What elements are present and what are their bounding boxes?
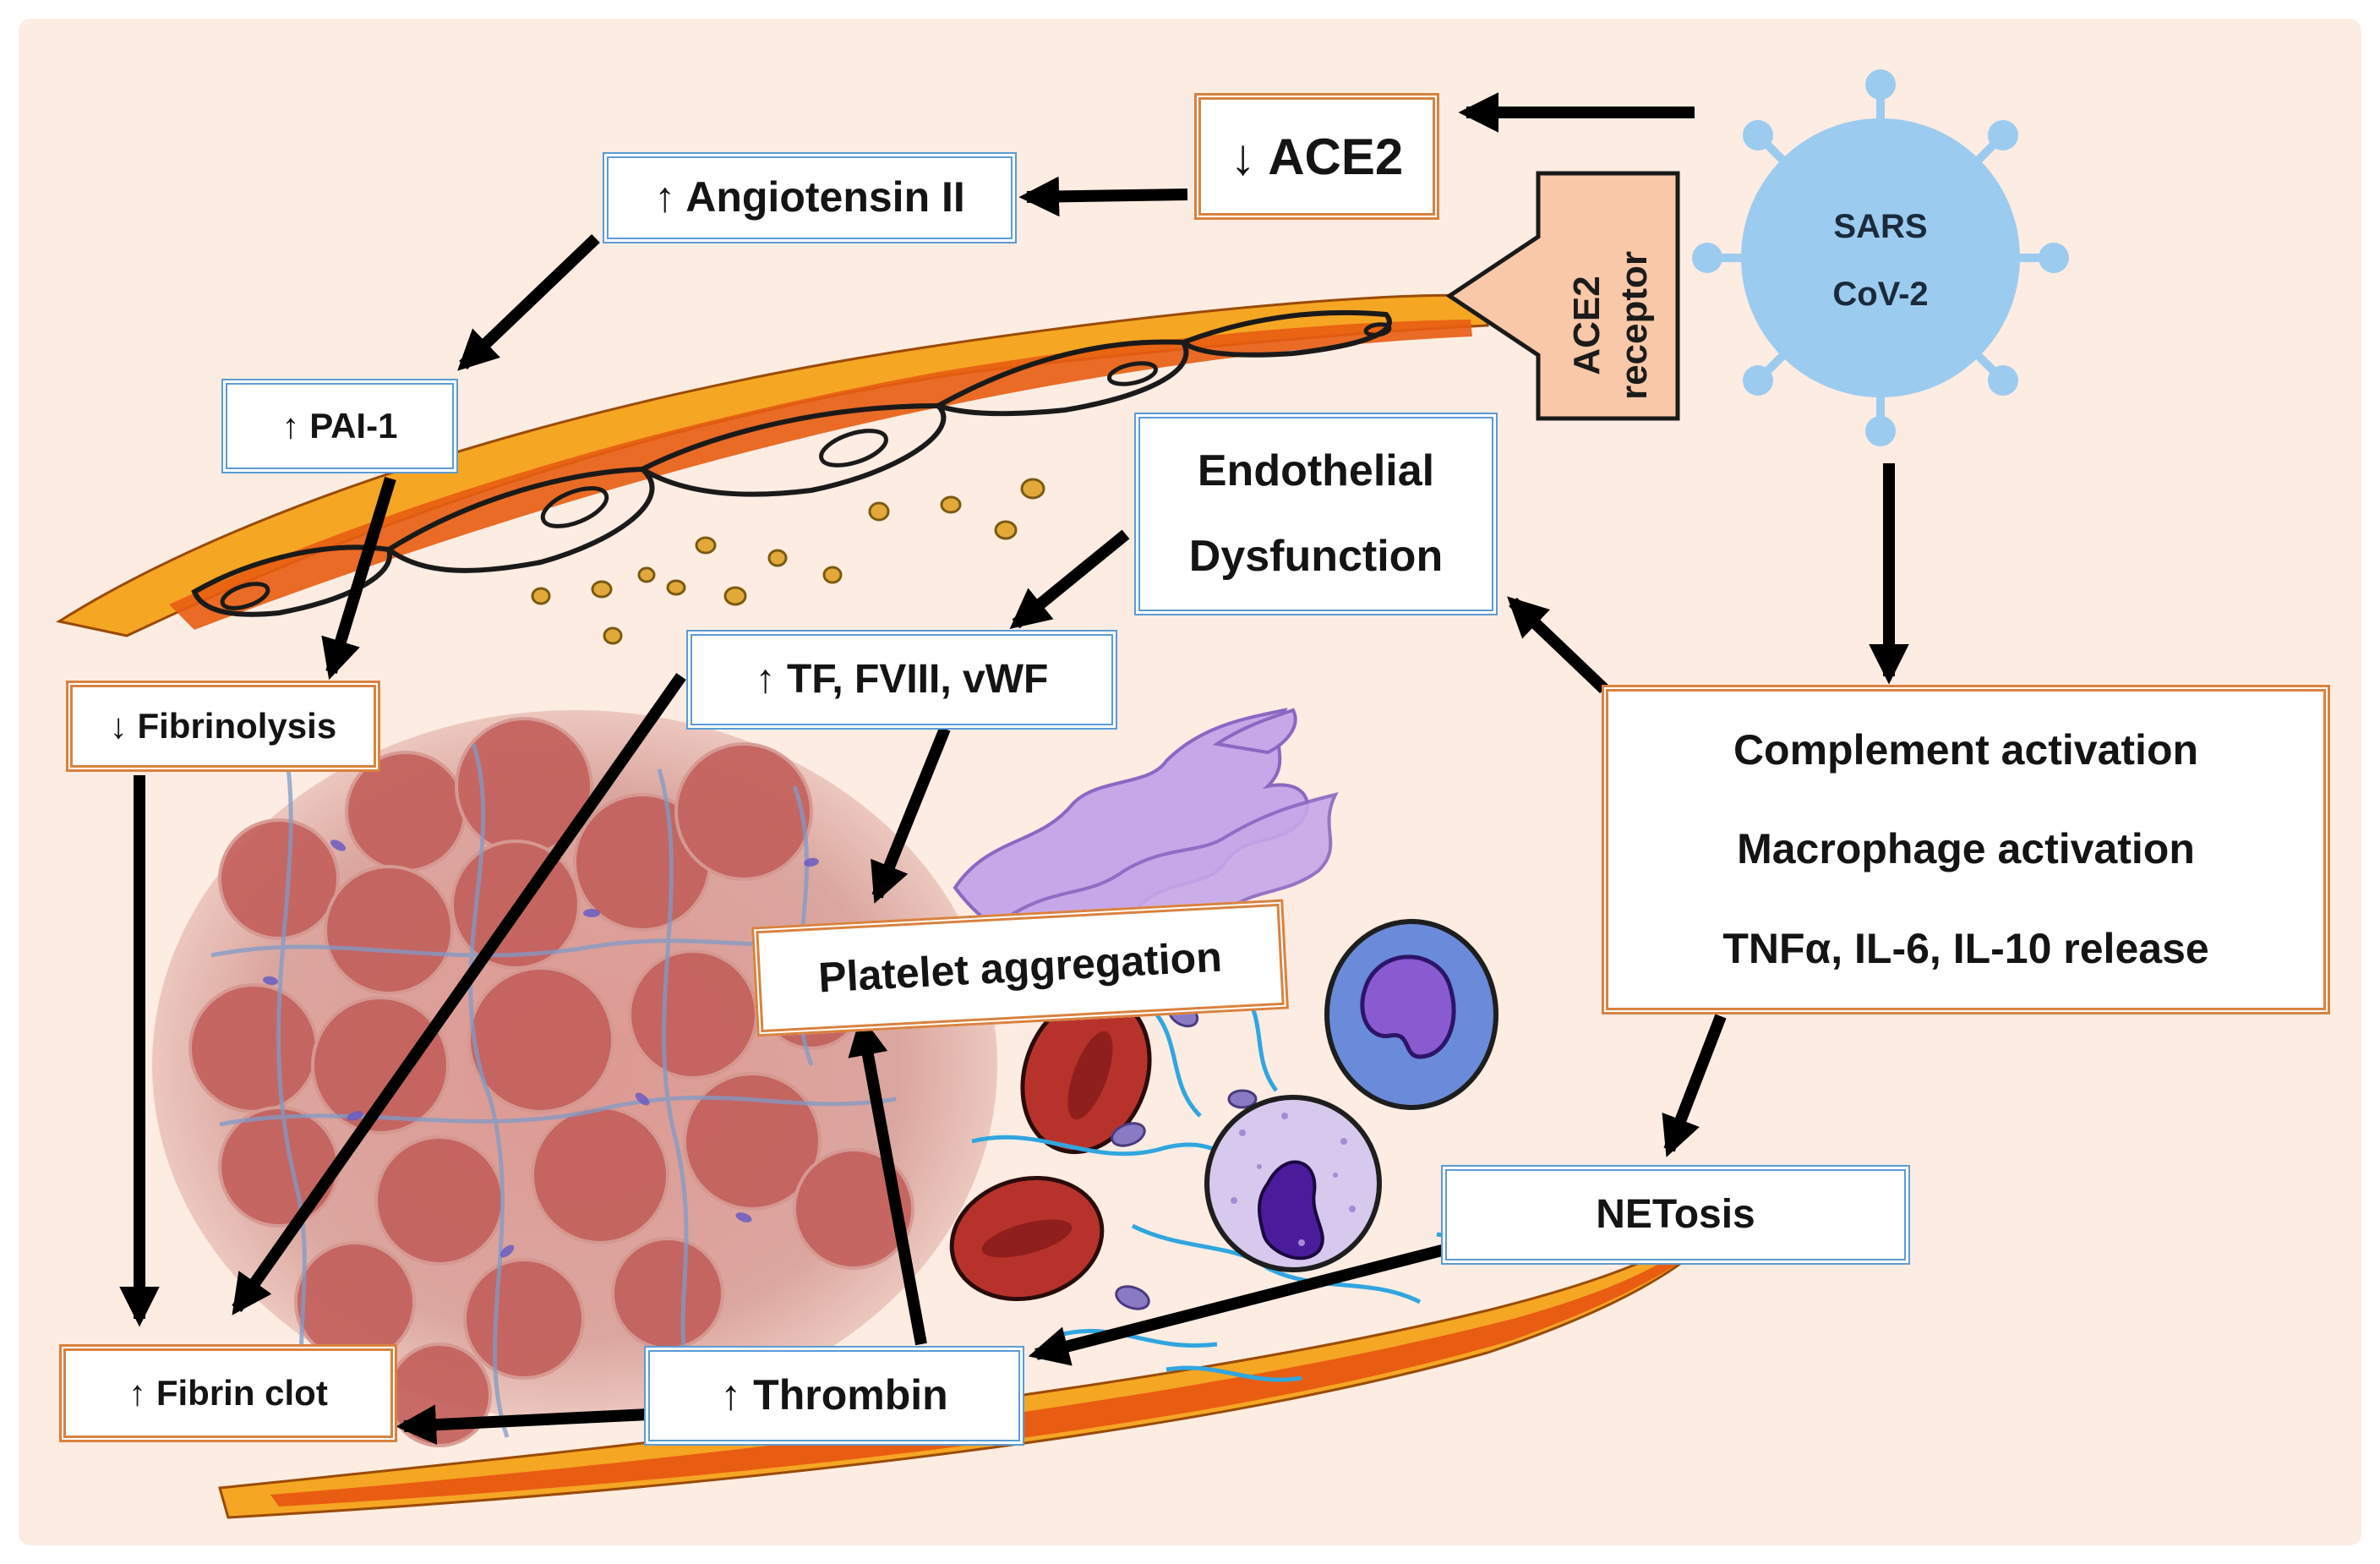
tf-fviii-vwf-box: ↑ TF, FVIII, vWF [686, 630, 1117, 730]
sars-cov-2-virus [1692, 69, 2069, 446]
released-particles [531, 478, 1045, 645]
ace2-label: ↓ ACE2 [1230, 128, 1404, 185]
virus-label: SARS CoV-2 [1813, 193, 1948, 328]
arrow-pai1-to-fibrinolysis [321, 476, 396, 681]
arrow-tf-to-platelet [871, 726, 951, 904]
fibrinolysis-box: ↓ Fibrinolysis [66, 681, 380, 772]
small-platelets [1111, 1001, 1258, 1310]
arrows [119, 92, 1909, 1445]
receptor-label-line2: receptor [1613, 250, 1655, 401]
angiotensin-label: ↑ Angiotensin II [654, 173, 965, 221]
arrow-ace2-to-angiotensin [1018, 176, 1188, 217]
virus-label-line2: CoV-2 [1832, 276, 1929, 313]
monocyte [1324, 919, 1498, 1110]
ace2-box: ↓ ACE2 [1194, 93, 1439, 220]
arrow-tf-to-fibrin-clot [232, 672, 686, 1315]
arrow-angiotensin-to-pai1 [457, 233, 600, 371]
arrow-endothelial-to-tf [1009, 529, 1130, 630]
arrow-complement-to-netosis [1662, 1014, 1727, 1157]
netosis-box: NETosis [1441, 1165, 1910, 1265]
thrombin-box: ↑ Thrombin [644, 1346, 1024, 1446]
angiotensin-box: ↑ Angiotensin II [603, 152, 1017, 243]
ace2-receptor-arrow [1445, 171, 1680, 421]
virus-label-line1: SARS [1833, 208, 1928, 245]
ace2-receptor-label: ACE2 receptor [1564, 224, 1665, 427]
red-blood-cells [949, 993, 1152, 1302]
platelet-aggregation-label: Platelet aggregation [816, 932, 1224, 1002]
pai1-label: ↑ PAI-1 [281, 405, 398, 446]
arrow-thrombin-to-platelet [848, 1014, 927, 1346]
endothelial-label-line2: Dysfunction [1188, 532, 1444, 581]
endothelial-dysfunction-box: Endothelial Dysfunction [1134, 413, 1498, 615]
complement-label-line3: TNFα, IL-6, IL-10 release [1722, 924, 2209, 972]
arrow-thrombin-to-fibrin-clot [396, 1404, 650, 1445]
receptor-label-line1: ACE2 [1566, 276, 1608, 375]
arrow-netosis-to-thrombin [1028, 1244, 1447, 1366]
tf-fviii-vwf-label: ↑ TF, FVIII, vWF [755, 657, 1049, 703]
fibrin-clot-box: ↑ Fibrin clot [59, 1344, 397, 1442]
arrow-complement-to-endothelial [1507, 596, 1608, 694]
neutrophil [1204, 1095, 1382, 1272]
netosis-label: NETosis [1596, 1192, 1755, 1238]
pai1-box: ↑ PAI-1 [221, 379, 458, 473]
thrombin-label: ↑ Thrombin [720, 1371, 948, 1419]
complement-activation-box: Complement activation Macrophage activat… [1602, 685, 2330, 1014]
fibrin-clot-label: ↑ Fibrin clot [128, 1372, 328, 1413]
fibrinolysis-label: ↓ Fibrinolysis [109, 705, 337, 746]
complement-label-line1: Complement activation [1733, 725, 2199, 774]
complement-label-line2: Macrophage activation [1737, 825, 2195, 873]
endothelial-label-line1: Endothelial [1197, 446, 1435, 495]
